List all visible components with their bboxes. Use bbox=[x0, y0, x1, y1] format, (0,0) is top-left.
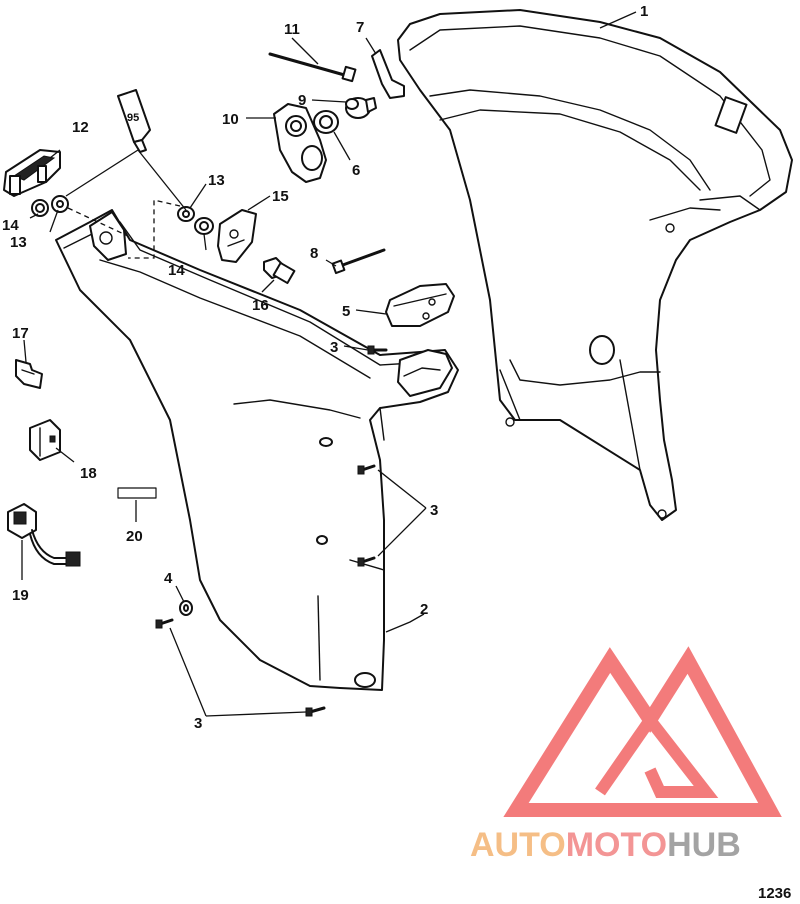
bracket-part-7 bbox=[371, 49, 405, 99]
callout-7: 7 bbox=[356, 19, 364, 36]
callout-6: 6 bbox=[352, 162, 360, 179]
cover-part-5 bbox=[385, 283, 455, 327]
harness-part-19 bbox=[7, 503, 81, 567]
callout-3-top: 3 bbox=[330, 339, 338, 356]
grommet-part-13-left bbox=[51, 195, 69, 213]
bolt-part-16 bbox=[263, 257, 296, 285]
switch-part-18 bbox=[29, 419, 61, 461]
long-bolt-part-11 bbox=[268, 52, 357, 83]
callout-9: 9 bbox=[298, 92, 306, 109]
watermark-logo-mark bbox=[503, 646, 782, 817]
callout-2: 2 bbox=[420, 601, 428, 618]
callout-16: 16 bbox=[252, 297, 269, 314]
sealant-tube: 95 bbox=[117, 89, 151, 153]
callout-19: 19 bbox=[12, 587, 29, 604]
callout-13-right: 13 bbox=[208, 172, 225, 189]
grommet-part-9 bbox=[345, 97, 377, 119]
callout-3-right: 3 bbox=[430, 502, 438, 519]
latch-part-12 bbox=[3, 149, 61, 197]
leader-lines bbox=[21, 11, 637, 717]
callout-4: 4 bbox=[164, 570, 173, 587]
callout-11: 11 bbox=[284, 21, 300, 38]
callout-13-left: 13 bbox=[10, 234, 27, 251]
watermark-text: AUTOMOTOHUB bbox=[470, 826, 741, 864]
washer-part-14-right bbox=[194, 217, 214, 235]
clip-part-17 bbox=[15, 359, 43, 389]
watermark-logo: AUTOMOTOHUB bbox=[470, 646, 782, 864]
watermark-text-moto: MOTO bbox=[566, 826, 667, 864]
callout-18: 18 bbox=[80, 465, 97, 482]
callout-14-right: 14 bbox=[168, 262, 185, 279]
callout-20: 20 bbox=[126, 528, 143, 545]
screw-part-3-c bbox=[357, 556, 376, 567]
callout-17: 17 bbox=[12, 325, 29, 342]
screw-part-8 bbox=[331, 248, 386, 275]
screw-part-3-d bbox=[155, 618, 174, 629]
callout-5: 5 bbox=[342, 303, 350, 320]
washer-part-14-left bbox=[31, 199, 49, 217]
figure-number: 1236 bbox=[758, 885, 791, 902]
sealant-tube-label: 95 bbox=[127, 112, 139, 124]
screw-part-3-b bbox=[357, 464, 376, 475]
screw-part-3-e bbox=[305, 706, 326, 717]
callout-12: 12 bbox=[72, 119, 89, 136]
callout-labels: 1 2 3 3 3 4 5 6 7 8 9 10 11 12 13 13 14 … bbox=[2, 3, 648, 732]
grommet-part-13-right bbox=[177, 206, 195, 222]
callout-10: 10 bbox=[222, 111, 239, 128]
callout-8: 8 bbox=[310, 245, 318, 262]
callout-1: 1 bbox=[640, 3, 648, 20]
watermark-text-auto: AUTO bbox=[470, 826, 566, 864]
plate-part-15 bbox=[217, 209, 257, 263]
washer-part-4 bbox=[179, 600, 193, 616]
ring-part-6 bbox=[313, 110, 339, 134]
callout-15: 15 bbox=[272, 188, 289, 205]
mount-plate-part-10 bbox=[273, 103, 327, 183]
callout-3-bottom: 3 bbox=[194, 715, 202, 732]
callout-14-left: 14 bbox=[2, 217, 19, 234]
lower-cowl-part-2 bbox=[55, 209, 459, 691]
watermark-text-hub: HUB bbox=[667, 826, 741, 864]
watermark-logo-inner-mark bbox=[595, 709, 719, 798]
top-cowl-part-1 bbox=[397, 9, 793, 521]
decal-part-20 bbox=[117, 487, 157, 499]
